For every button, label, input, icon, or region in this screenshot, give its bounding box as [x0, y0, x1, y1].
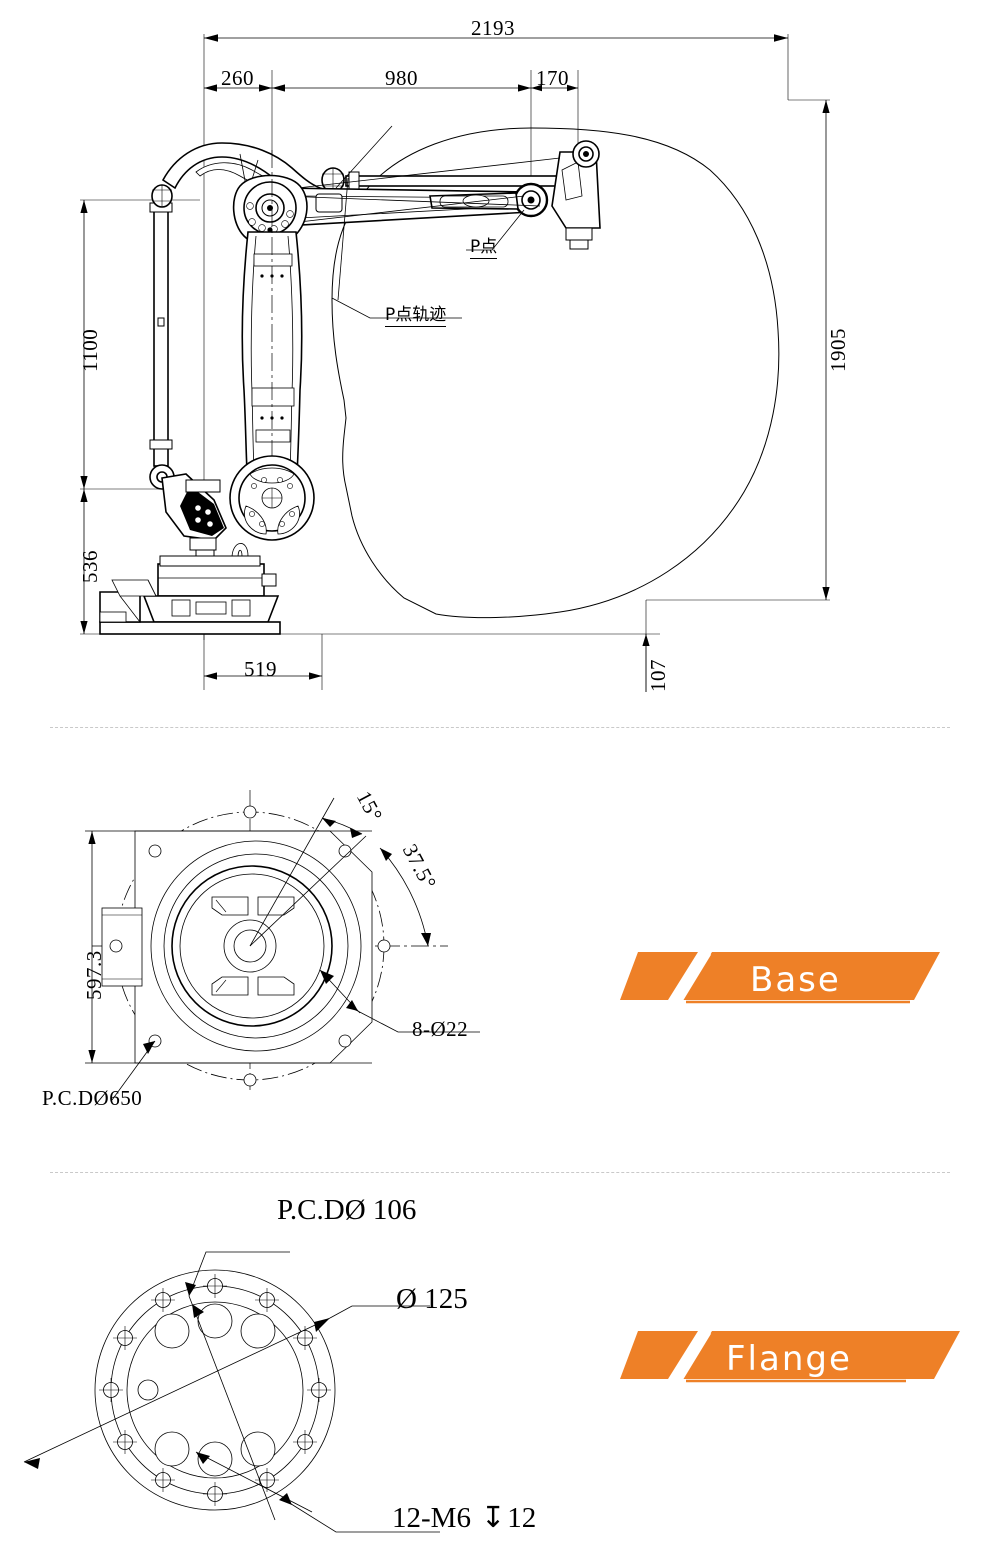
wrist-mount — [551, 140, 601, 250]
motor-bracket — [161, 473, 227, 559]
section-separator-1 — [50, 727, 950, 728]
dim-15-deg — [249, 797, 363, 947]
flange-section-badge: Flange — [620, 1323, 960, 1395]
leader-pcd-650 — [111, 1040, 156, 1101]
dim-1905 — [822, 100, 830, 600]
dim-label-dia-125: Ø 125 — [396, 1283, 468, 1315]
dim-label-12-m6: 12-M6↧12 — [392, 1502, 537, 1534]
badge-chevron-small — [620, 952, 698, 1000]
dim-label-260: 260 — [221, 66, 254, 90]
dim-label-170: 170 — [536, 66, 569, 90]
flange-bore-holes — [137, 1303, 276, 1477]
leader-8-dia-22 — [319, 969, 480, 1033]
base-section-badge: Base — [620, 944, 940, 1016]
label-leaders — [331, 125, 525, 319]
flange-badge-label: Flange — [726, 1339, 852, 1379]
base-keyways — [211, 896, 295, 996]
dim-label-1100: 1100 — [78, 328, 102, 372]
base-pedestal — [99, 555, 281, 635]
dim-chain — [204, 84, 578, 92]
leader-dia-125 — [23, 1305, 430, 1469]
leader-12-m6 — [195, 1451, 440, 1533]
dim-label-8-dia-22: 8-Ø22 — [412, 1017, 469, 1041]
depth-symbol-icon: ↧ — [480, 1502, 506, 1534]
leader-pcd-106 — [185, 1251, 290, 1521]
p-point-trajectory-curve — [331, 127, 780, 619]
badge-chevron-small — [620, 1331, 698, 1379]
base-badge-label: Base — [750, 960, 841, 1000]
tie-bars — [279, 157, 561, 225]
dim-107 — [642, 634, 650, 692]
dim-label-107: 107 — [646, 659, 670, 692]
robot-assembly — [99, 140, 601, 635]
dim-label-536: 536 — [78, 550, 102, 583]
dim-2193 — [204, 34, 788, 42]
p-trajectory-label: P点轨迹 — [385, 305, 447, 327]
p-point-pivot — [513, 182, 549, 218]
flange-geometry — [23, 1251, 440, 1533]
dim-label-2193: 2193 — [471, 16, 515, 40]
dim-label-1905: 1905 — [826, 328, 850, 372]
dim-597 — [85, 830, 372, 1064]
dim-1100-536 — [80, 200, 88, 634]
dim-label-pcd-106: P.C.DØ 106 — [277, 1194, 417, 1226]
p-point-label: P点 — [470, 237, 498, 259]
flange-thread-holes — [99, 1274, 331, 1506]
dim-37-deg — [249, 835, 431, 947]
section-separator-2 — [50, 1172, 950, 1173]
base-plan-geometry — [85, 790, 480, 1101]
dim-label-pcd-650: P.C.DØ650 — [42, 1086, 143, 1110]
forearm-link — [429, 192, 519, 210]
dim-519 — [204, 672, 322, 680]
shoulder-joint — [232, 174, 308, 247]
dim-label-980: 980 — [385, 66, 418, 90]
side-elevation-geometry — [80, 34, 830, 692]
flange-pin-hole — [137, 1379, 159, 1401]
badge-chevron-main — [682, 1331, 960, 1379]
balancer-rod — [149, 184, 175, 490]
badge-chevron-main — [682, 952, 940, 1000]
base-rotary-hub — [229, 455, 315, 541]
dim-label-519: 519 — [244, 657, 277, 681]
dim-label-597: 597.3 — [82, 950, 106, 1000]
